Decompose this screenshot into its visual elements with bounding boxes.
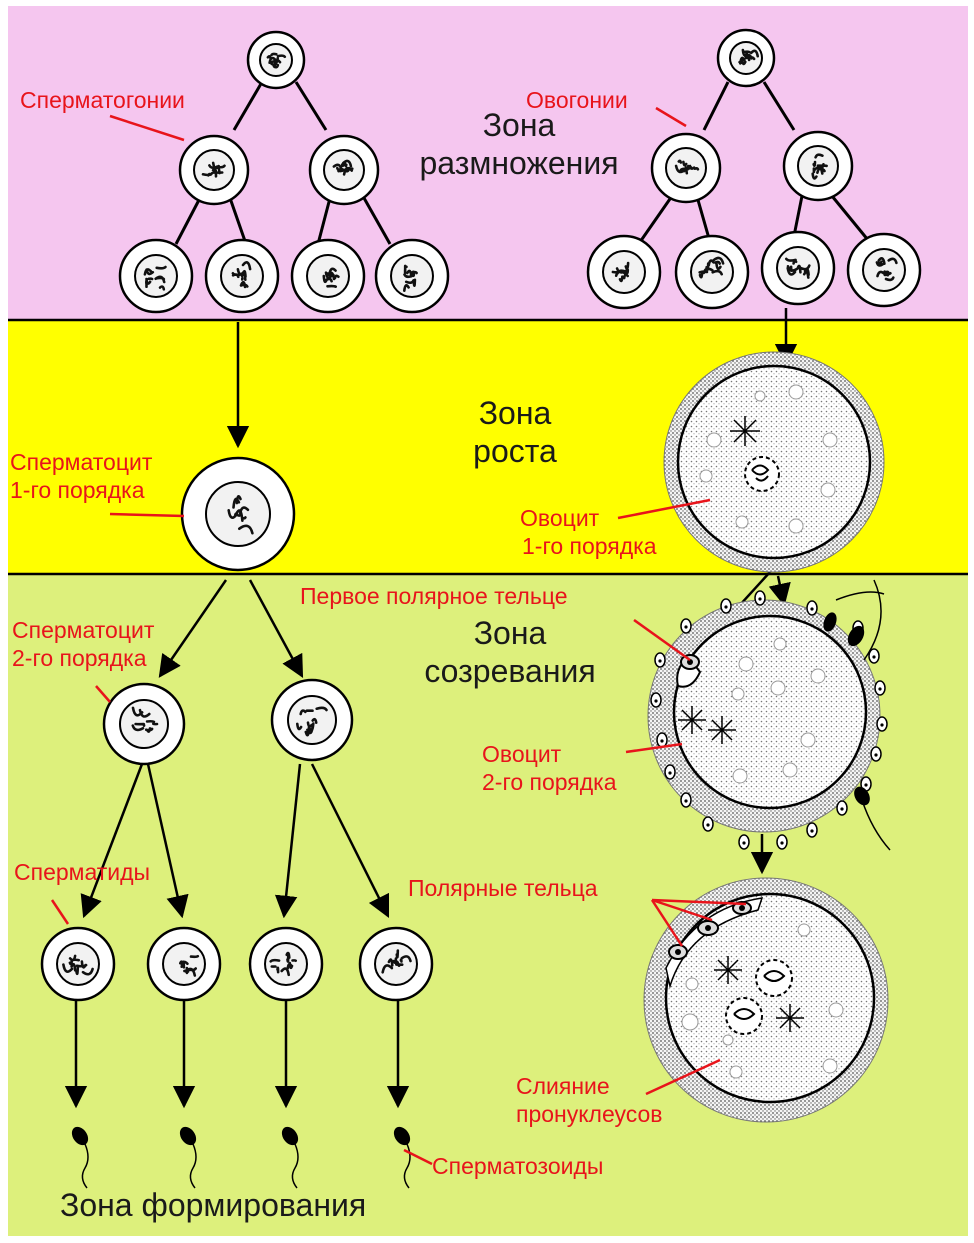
zone-formation-title: Зона формирования bbox=[60, 1186, 440, 1224]
attached-sperm-14 bbox=[777, 835, 787, 849]
label-oocyte-2-line1: Овоцит bbox=[482, 740, 617, 768]
label-oogonia: Овогонии bbox=[526, 86, 628, 114]
zone-maturation-line1: Зона bbox=[400, 614, 620, 652]
label-spermatocyte-2-line1: Сперматоцит bbox=[12, 616, 154, 644]
spermatogonium-top bbox=[248, 32, 304, 88]
oogonium-l3-4 bbox=[848, 234, 920, 306]
spermatogonium-l2-right bbox=[310, 136, 378, 204]
oocyte-1-cell bbox=[664, 352, 884, 572]
attached-sperm-10 bbox=[871, 747, 881, 761]
label-spermatocyte-2: Сперматоцит 2-го порядка bbox=[12, 616, 154, 672]
attached-sperm-13 bbox=[807, 823, 817, 837]
attached-sperm-12 bbox=[837, 801, 847, 815]
oogonium-top bbox=[718, 30, 774, 86]
attached-sperm-16 bbox=[703, 817, 713, 831]
label-oocyte-1: Овоцит 1-го порядка bbox=[520, 504, 657, 560]
spermatocyte-2-right-cell bbox=[272, 680, 352, 760]
spermatogonium-l2-left bbox=[180, 136, 248, 204]
zone-growth-title: Зона роста bbox=[440, 394, 590, 470]
label-pronuclei-fusion-line2: пронуклеусов bbox=[516, 1100, 663, 1128]
label-spermatocyte-1-line1: Сперматоцит bbox=[10, 448, 152, 476]
label-spermatocyte-2-line2: 2-го порядка bbox=[12, 644, 154, 672]
oocyte-1-centrosome bbox=[730, 416, 760, 446]
label-spermatocyte-1-line2: 1-го порядка bbox=[10, 476, 152, 504]
attached-sperm-3 bbox=[721, 599, 731, 613]
label-spermatozoa: Сперматозоиды bbox=[432, 1152, 603, 1180]
spermatid-4 bbox=[360, 928, 432, 1000]
oogonium-l2-right bbox=[784, 132, 852, 200]
oocyte-1-nucleus bbox=[745, 457, 779, 491]
zone-growth-line1: Зона bbox=[440, 394, 590, 432]
label-polar-bodies: Полярные тельца bbox=[408, 874, 598, 902]
zone-maturation-line2: созревания bbox=[400, 652, 620, 690]
zone-maturation-title: Зона созревания bbox=[400, 614, 620, 690]
label-oocyte-2: Овоцит 2-го порядка bbox=[482, 740, 617, 796]
spermatocyte-2-left-cell bbox=[104, 684, 184, 764]
spermatogonium-l3-1 bbox=[120, 240, 192, 312]
zone-growth-line2: роста bbox=[440, 432, 590, 470]
zone-reproduction-title: Зона размножения bbox=[394, 106, 644, 182]
attached-sperm-15 bbox=[739, 835, 749, 849]
label-oocyte-1-line2: 1-го порядка bbox=[520, 532, 657, 560]
label-pronuclei-fusion-line1: Слияние bbox=[516, 1072, 663, 1100]
attached-sperm-8 bbox=[875, 681, 885, 695]
attached-sperm-17 bbox=[681, 793, 691, 807]
label-spermatocyte-1: Сперматоцит 1-го порядка bbox=[10, 448, 152, 504]
attached-sperm-18 bbox=[665, 765, 675, 779]
zygote-cell bbox=[644, 878, 888, 1122]
label-first-polar-body: Первое полярное тельце bbox=[300, 582, 568, 610]
attached-sperm-19 bbox=[657, 733, 667, 747]
label-spermatids: Сперматиды bbox=[14, 858, 150, 886]
spermatogonium-l3-4 bbox=[376, 240, 448, 312]
attached-sperm-2 bbox=[681, 619, 691, 633]
oogonium-l3-1 bbox=[588, 236, 660, 308]
spermatogonium-l3-2 bbox=[206, 240, 278, 312]
attached-sperm-1 bbox=[655, 653, 665, 667]
spermatid-1 bbox=[42, 928, 114, 1000]
spermatid-2 bbox=[148, 928, 220, 1000]
spermatogonium-l3-3 bbox=[292, 240, 364, 312]
spermatocyte-1-cell bbox=[182, 458, 294, 570]
oogonium-l3-3 bbox=[762, 232, 834, 304]
oogonium-l3-2 bbox=[676, 236, 748, 308]
zone-reproduction-line2: размножения bbox=[394, 144, 644, 182]
label-spermatogonia: Сперматогонии bbox=[20, 86, 185, 114]
spermatid-3 bbox=[250, 928, 322, 1000]
label-pronuclei-fusion: Слияние пронуклеусов bbox=[516, 1072, 663, 1128]
attached-sperm-4 bbox=[755, 591, 765, 605]
label-oocyte-2-line2: 2-го порядка bbox=[482, 768, 617, 796]
attached-sperm-20 bbox=[651, 693, 661, 707]
attached-sperm-9 bbox=[877, 717, 887, 731]
oogonium-l2-left bbox=[652, 134, 720, 202]
first-polar-body-cell bbox=[681, 655, 699, 669]
attached-sperm-5 bbox=[807, 601, 817, 615]
label-oocyte-1-line1: Овоцит bbox=[520, 504, 657, 532]
